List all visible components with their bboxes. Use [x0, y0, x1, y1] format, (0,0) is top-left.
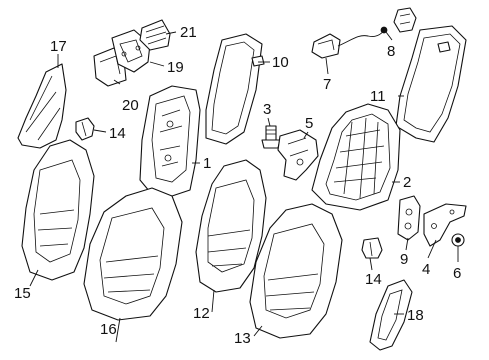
callout-12: 12	[193, 305, 210, 322]
callout-14-left: 14	[109, 125, 126, 142]
callout-10: 10	[272, 54, 289, 71]
callout-7: 7	[323, 76, 331, 93]
part-5-latch-bracket	[277, 129, 319, 181]
part-10-frame-seal	[205, 33, 265, 145]
callout-6: 6	[453, 265, 461, 282]
part-14-clip-left	[75, 117, 95, 141]
callout-8: 8	[387, 43, 395, 60]
leader-lines	[29, 31, 459, 343]
callout-15: 15	[14, 285, 31, 302]
callout-16: 16	[100, 321, 117, 338]
callout-21: 21	[180, 24, 197, 41]
part-13-seat-back-cover-center	[249, 203, 343, 339]
part-11-rear-panel	[395, 25, 467, 143]
part-2-seat-back-frame-right	[311, 103, 401, 211]
part-1-seat-back-frame-left	[139, 85, 201, 197]
part-18-rear-trim-panel	[369, 279, 413, 351]
part-16-seat-back-cover	[83, 187, 183, 321]
callout-20: 20	[122, 97, 139, 114]
part-12-seat-back-cover-middle	[195, 159, 267, 293]
callout-2: 2	[403, 174, 411, 191]
callout-19: 19	[167, 59, 184, 76]
part-6-bolt	[451, 233, 465, 247]
callout-18: 18	[407, 307, 424, 324]
callout-17: 17	[50, 38, 67, 55]
callout-13: 13	[234, 330, 251, 347]
part-21-trim-cover	[139, 19, 171, 51]
callout-9: 9	[400, 251, 408, 268]
callout-14-right: 14	[365, 271, 382, 288]
callout-labels: 1 2 3 4 5 6 7 8 9 10 11 12 13 14 14 15 1…	[14, 24, 461, 347]
part-17-side-bolster	[17, 63, 67, 149]
part-9-lock-module	[397, 195, 421, 241]
part-4-hinge-bracket	[423, 203, 467, 247]
callout-11: 11	[370, 88, 386, 105]
part-7-release-cable	[311, 27, 387, 59]
part-8-release-handle	[380, 7, 417, 34]
callout-5: 5	[305, 115, 313, 132]
part-3-bolt	[261, 125, 281, 149]
callout-4: 4	[422, 261, 430, 278]
callout-3: 3	[263, 101, 271, 118]
part-14-clip-right	[361, 237, 383, 259]
part-15-seat-back-cover-left	[21, 139, 95, 281]
callout-1: 1	[203, 155, 211, 172]
